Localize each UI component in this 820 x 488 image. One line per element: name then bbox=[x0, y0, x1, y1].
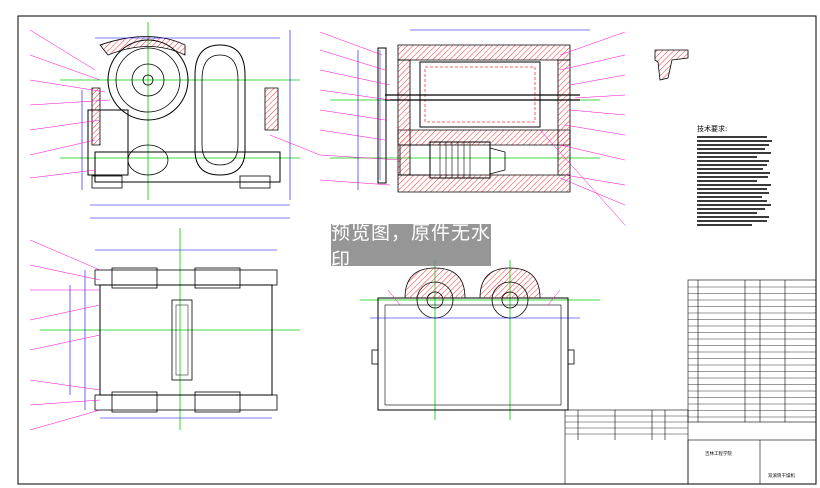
note-line bbox=[697, 188, 767, 190]
parts-rows-right bbox=[688, 286, 816, 418]
note-line bbox=[697, 172, 770, 174]
note-line bbox=[697, 180, 757, 182]
note-line bbox=[697, 144, 769, 146]
note-line bbox=[697, 216, 769, 218]
note-line bbox=[697, 140, 772, 142]
parts-list-bottom bbox=[564, 409, 817, 485]
note-line bbox=[697, 224, 752, 226]
note-line bbox=[697, 168, 763, 170]
note-line bbox=[697, 160, 769, 162]
side-section-view bbox=[319, 29, 626, 226]
note-line bbox=[697, 176, 768, 178]
notes-title: 技术要求: bbox=[697, 125, 728, 133]
note-line bbox=[697, 208, 765, 210]
note-line bbox=[697, 184, 771, 186]
watermark: 预览图，原件无水印 bbox=[331, 222, 492, 271]
note-line bbox=[697, 220, 767, 222]
front-view bbox=[29, 22, 321, 219]
note-line bbox=[697, 148, 765, 150]
detail-bracket bbox=[654, 49, 689, 81]
note-line bbox=[697, 164, 767, 166]
top-view bbox=[29, 228, 300, 431]
note-line bbox=[697, 212, 757, 214]
school-name: 吉林工程学院 bbox=[705, 452, 732, 457]
drawing-name: 双滚筒干燥机 bbox=[768, 474, 795, 479]
note-line bbox=[697, 136, 767, 138]
end-view bbox=[360, 260, 600, 420]
parts-rows-bottom bbox=[565, 415, 688, 435]
note-line bbox=[697, 156, 757, 158]
note-line bbox=[697, 204, 771, 206]
note-line bbox=[697, 200, 767, 202]
note-line bbox=[697, 152, 771, 154]
parts-list-right bbox=[687, 279, 817, 423]
note-line bbox=[697, 196, 762, 198]
sheet-border bbox=[17, 15, 817, 485]
note-line bbox=[697, 192, 769, 194]
